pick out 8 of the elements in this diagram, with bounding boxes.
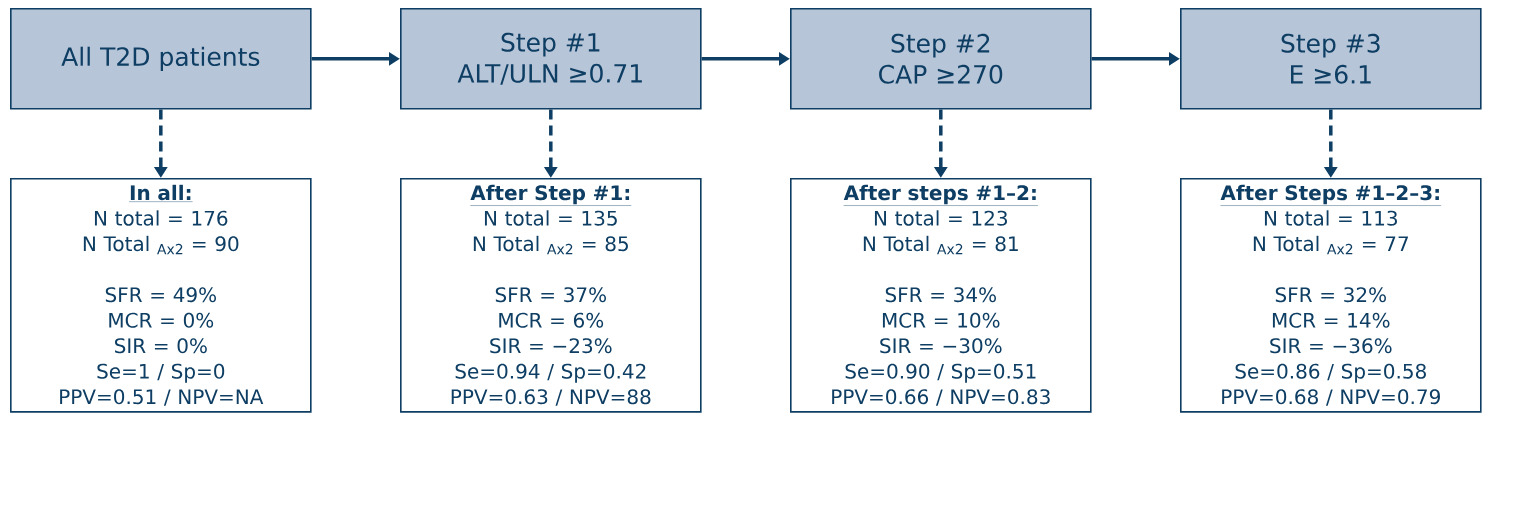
step-box: Step #1 ALT/ULN ≥0.71 xyxy=(400,8,702,110)
step-box: All T2D patients xyxy=(10,8,312,110)
result-box: After steps #1–2: N total = 123 N Total $_{Ax2}$ = 81 SFR = 34% MCR = 10% SIR = −30% Se=0.90 / Sp=0.51 PPV=0.66 / NPV=0.83 xyxy=(790,178,1092,413)
result-box: After Step #1: N total = 135 N Total $_{Ax2}$ = 85 SFR = 37% MCR = 6% SIR = −23% Se=0.94 / Sp=0.42 PPV=0.63 / NPV=88 xyxy=(400,178,702,413)
step-box: Step #3 E ≥6.1 xyxy=(1180,8,1482,110)
result-box: After Steps #1–2–3: N total = 113 N Total $_{Ax2}$ = 77 SFR = 32% MCR = 14% SIR = −36% Se=0.86 / Sp=0.58 PPV=0.68 / NPV=0.79 xyxy=(1180,178,1482,413)
result-box: In all: N total = 176 N Total $_{Ax2}$ = 90 SFR = 49% MCR = 0% SIR = 0% Se=1 / Sp=0 PPV=0.51 / NPV=NA xyxy=(10,178,312,413)
step-box: Step #2 CAP ≥270 xyxy=(790,8,1092,110)
